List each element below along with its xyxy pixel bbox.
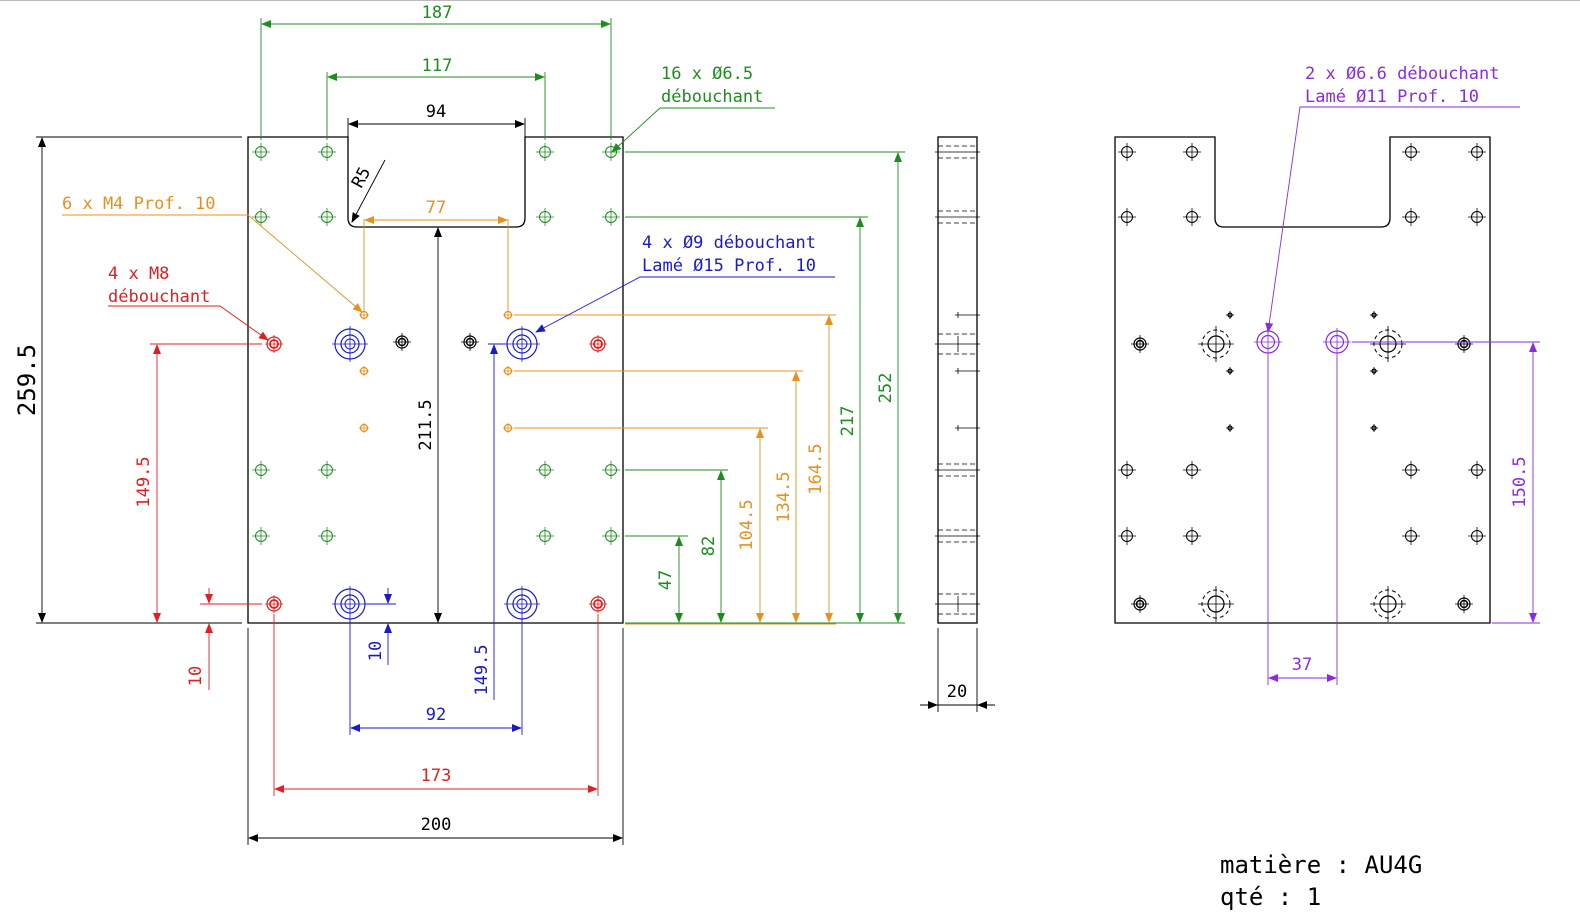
blue-labels: 92 10 149.5 4 x Ø9 débouchant Lamé Ø15 P… xyxy=(366,233,816,725)
dim-r5: R5 xyxy=(348,164,375,191)
dim-164-5: 164.5 xyxy=(806,443,826,494)
dim-82: 82 xyxy=(699,536,719,556)
dim-10-red: 10 xyxy=(186,666,206,686)
purple-dimensions xyxy=(1265,106,1540,685)
back-view xyxy=(1114,136,1491,624)
orange-holes xyxy=(358,309,514,434)
quantity-label: qté : 1 xyxy=(1220,883,1321,911)
dim-252: 252 xyxy=(876,373,896,404)
dim-94: 94 xyxy=(426,102,446,122)
orange-dimensions xyxy=(62,214,836,625)
side-view xyxy=(920,136,995,712)
note-red-line2: débouchant xyxy=(108,287,210,307)
dim-150-5: 150.5 xyxy=(1510,456,1530,507)
dim-187: 187 xyxy=(422,3,453,23)
front-view xyxy=(247,136,624,624)
orange-labels: 77 164.5 134.5 104.5 6 x M4 Prof. 10 xyxy=(62,194,826,551)
note-green-line2: débouchant xyxy=(661,87,763,107)
note-red-line1: 4 x M8 xyxy=(108,264,169,284)
red-dimensions xyxy=(108,305,599,796)
note-purple-line2: Lamé Ø11 Prof. 10 xyxy=(1305,87,1479,107)
green-labels: 187 117 252 217 82 47 16 x Ø6.5 déboucha… xyxy=(422,3,896,590)
note-blue-line2: Lamé Ø15 Prof. 10 xyxy=(642,256,816,276)
dim-92: 92 xyxy=(426,705,446,725)
dim-211-5: 211.5 xyxy=(416,399,436,450)
red-holes xyxy=(264,334,608,614)
dim-37: 37 xyxy=(1292,655,1312,675)
dim-200: 200 xyxy=(421,815,452,835)
dim-10-blue: 10 xyxy=(366,641,386,661)
back-view-holes xyxy=(1117,142,1487,623)
note-blue-line1: 4 x Ø9 débouchant xyxy=(642,233,816,253)
note-orange: 6 x M4 Prof. 10 xyxy=(62,194,216,214)
dim-104-5: 104.5 xyxy=(737,499,757,550)
back-view-outline xyxy=(1114,136,1491,624)
red-labels: 149.5 10 173 4 x M8 débouchant xyxy=(108,264,451,786)
front-view-outline xyxy=(247,136,624,624)
purple-labels: 37 150.5 2 x Ø6.6 débouchant Lamé Ø11 Pr… xyxy=(1292,64,1530,675)
green-dimensions xyxy=(260,18,905,624)
dim-259-5: 259.5 xyxy=(13,344,41,416)
blue-dimensions xyxy=(349,276,835,735)
dim-217: 217 xyxy=(838,406,858,437)
material-label: matière : AU4G xyxy=(1220,851,1422,879)
note-green-line1: 16 x Ø6.5 xyxy=(661,64,753,84)
dim-173: 173 xyxy=(421,766,452,786)
dim-47: 47 xyxy=(656,570,676,590)
dim-149-5-red: 149.5 xyxy=(134,456,154,507)
note-purple-line1: 2 x Ø6.6 débouchant xyxy=(1305,64,1499,84)
dim-20: 20 xyxy=(947,682,967,702)
dim-149-5-blue: 149.5 xyxy=(472,644,492,695)
black-dimensions xyxy=(36,118,624,845)
blue-holes xyxy=(331,325,541,623)
dim-134-5: 134.5 xyxy=(774,471,794,522)
dim-77: 77 xyxy=(426,198,446,218)
dim-117: 117 xyxy=(422,56,453,76)
